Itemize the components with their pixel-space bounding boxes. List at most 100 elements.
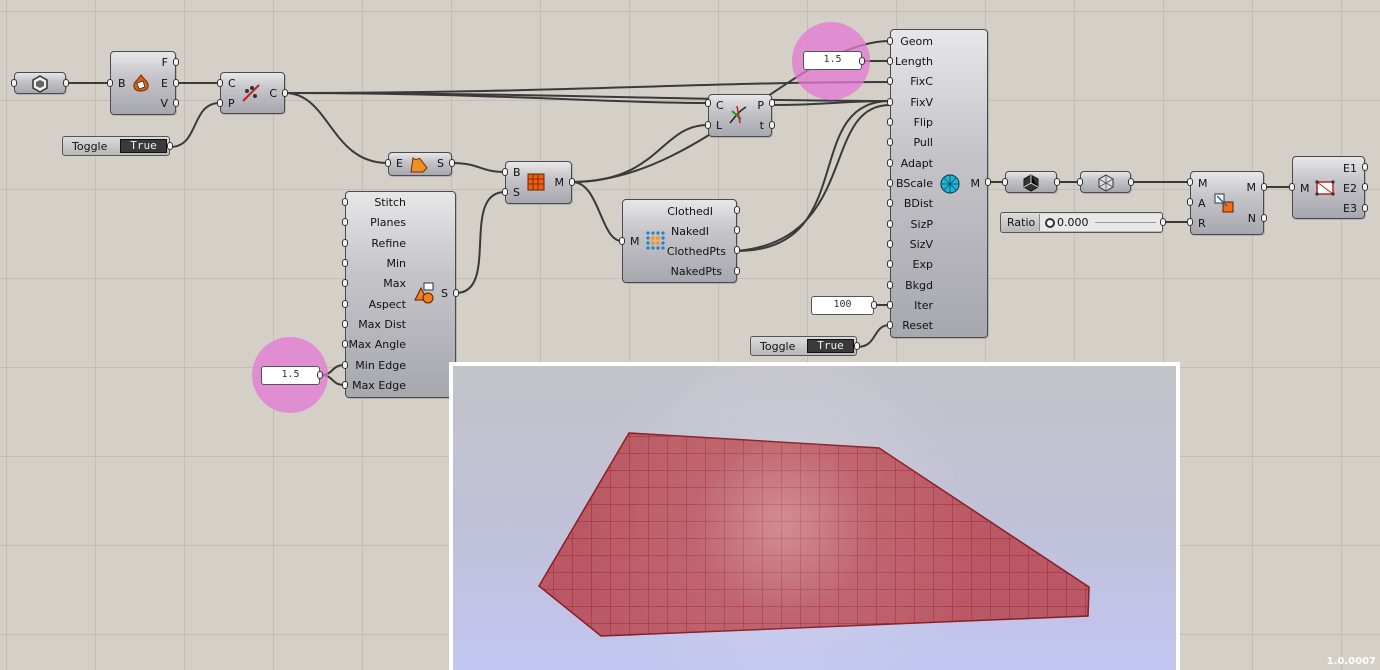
port-grip[interactable] [1362,183,1368,191]
port-grip[interactable] [887,98,893,106]
number-iter[interactable]: 100 [811,296,874,315]
weld-mesh-node[interactable] [1080,171,1131,193]
port-grip[interactable] [871,301,877,309]
curve-point-node[interactable]: C L P t [708,94,772,137]
port-grip[interactable] [342,198,348,206]
port-grip[interactable] [1128,178,1134,186]
port-grip[interactable] [859,57,865,65]
port-grip[interactable] [342,300,348,308]
ratio-slider[interactable]: Ratio 0.000 [1000,212,1163,233]
port-grip[interactable] [887,301,893,309]
wire [736,100,891,252]
mesh-brep-icon [527,173,545,191]
port-grip[interactable] [887,37,893,45]
port-grip[interactable] [1187,178,1193,186]
port-grip[interactable] [887,138,893,146]
rhino-viewport[interactable] [449,362,1180,670]
port-grip[interactable] [705,121,711,129]
join-curves-node[interactable]: C P C [220,72,285,114]
port-grip[interactable] [502,188,508,196]
slider-knob[interactable] [1045,218,1055,228]
slider-track[interactable]: 0.000 [1039,214,1162,231]
boolean-toggle[interactable]: Toggle True [750,336,857,356]
port-grip[interactable] [854,342,860,350]
boolean-toggle[interactable]: Toggle True [62,136,170,156]
port-grip[interactable] [449,159,455,167]
port-grip[interactable] [173,79,179,87]
port-grip[interactable] [107,79,113,87]
port-grip[interactable] [887,118,893,126]
port-grip[interactable] [1289,183,1295,191]
port-grip[interactable] [887,321,893,329]
port-grip[interactable] [887,260,893,268]
port-grip[interactable] [887,179,893,187]
port-grip[interactable] [342,218,348,226]
port-grip[interactable] [317,371,323,379]
clothed-points-node[interactable]: M ClothedI NakedI ClothedPts NakedPts [622,199,737,283]
port-grip[interactable] [342,320,348,328]
geometry-param-node[interactable] [14,72,66,94]
port-grip[interactable] [342,361,348,369]
port-grip[interactable] [887,220,893,228]
port-grip[interactable] [342,259,348,267]
port-grip[interactable] [887,240,893,248]
port-grip[interactable] [887,281,893,289]
port-grip[interactable] [887,77,893,85]
offset-mesh-node[interactable]: M A R M N [1190,171,1264,235]
explode-node[interactable]: B F E V [110,51,176,115]
port-grip[interactable] [734,267,740,275]
port-grip[interactable] [734,226,740,234]
port-grip[interactable] [342,279,348,287]
port-grip[interactable] [887,159,893,167]
port-grip[interactable] [502,168,508,176]
port-grip[interactable] [887,199,893,207]
port-grip[interactable] [769,121,775,129]
curve-point-icon [729,105,747,124]
input-fixv: FixV [910,96,933,109]
port-grip[interactable] [385,159,391,167]
port-grip[interactable] [569,178,575,186]
port-grip[interactable] [1261,214,1267,222]
port-grip[interactable] [734,246,740,254]
edge-surface-node[interactable]: E S [388,152,452,176]
port-grip[interactable] [734,206,740,214]
port-grip[interactable] [1261,183,1267,191]
port-grip[interactable] [1054,178,1060,186]
port-grip[interactable] [1002,178,1008,186]
mesh-param-node[interactable] [1005,171,1057,193]
port-grip[interactable] [63,79,69,87]
port-grip[interactable] [453,289,459,297]
port-grip[interactable] [1362,204,1368,212]
port-grip[interactable] [1187,198,1193,206]
mesh-edges-node[interactable]: M E1 E2 E3 [1292,156,1365,219]
port-grip[interactable] [167,142,173,150]
port-grip[interactable] [173,58,179,66]
port-grip[interactable] [173,99,179,107]
port-grip[interactable] [342,239,348,247]
port-grip[interactable] [619,237,625,245]
port-grip[interactable] [217,79,223,87]
toggle-value[interactable]: True [807,339,854,353]
port-grip[interactable] [1160,218,1166,226]
mesh-settings-node[interactable]: Stitch Planes Refine Min Max Aspect Max … [345,191,456,398]
port-grip[interactable] [11,79,17,87]
number-length[interactable]: 1.5 [803,51,862,70]
port-grip[interactable] [985,178,991,186]
port-grip[interactable] [1187,218,1193,226]
port-grip[interactable] [282,89,288,97]
port-grip[interactable] [1077,178,1083,186]
mesh-machine-node[interactable]: Geom Length FixC FixV Flip Pull Adapt BS… [890,29,988,338]
port-grip[interactable] [1362,163,1368,171]
port-grip[interactable] [887,57,893,65]
input-iter: Iter [914,299,933,312]
mesh-brep-node[interactable]: B S M [505,161,572,204]
port-grip[interactable] [342,381,348,389]
port-grip[interactable] [769,99,775,107]
toggle-value[interactable]: True [120,139,167,153]
port-grip[interactable] [217,99,223,107]
number-min-edge[interactable]: 1.5 [261,366,320,385]
input-s: S [513,186,520,199]
port-grip[interactable] [342,340,348,348]
port-grip[interactable] [705,99,711,107]
input-c: C [716,99,724,112]
